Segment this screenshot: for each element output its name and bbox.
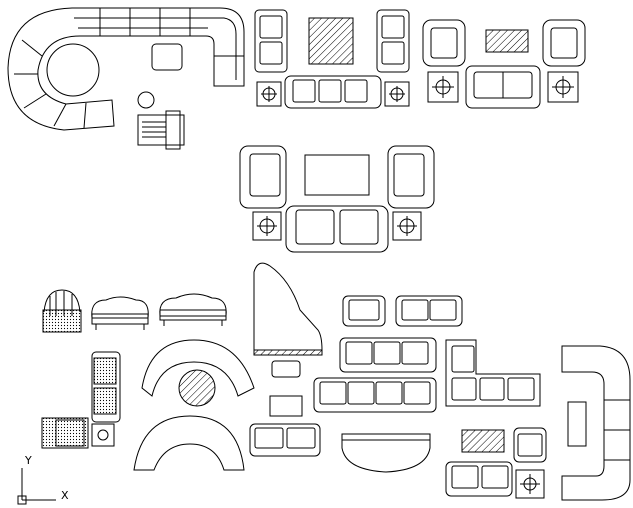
living-room-set-top-middle (254, 9, 410, 109)
ucs-y-label: Y (25, 454, 32, 467)
curved-sofa-lower (133, 415, 245, 471)
grand-piano (253, 262, 323, 378)
curved-sofa-with-table (141, 339, 255, 407)
classic-sofa-elevation (159, 293, 227, 326)
middle-lower-group (249, 295, 463, 473)
living-room-set-top-right (422, 19, 586, 109)
ucs-x-label: X (61, 489, 69, 502)
curved-sectional-sofa (7, 7, 245, 150)
classic-armchair-elevation (42, 289, 82, 333)
living-room-set-center (239, 145, 435, 253)
ucs-axis-icon (17, 468, 56, 505)
left-sofa-group (41, 351, 121, 449)
far-right-curved-sofa (561, 345, 631, 501)
l-sectional-right (445, 339, 547, 499)
classic-loveseat-elevation (91, 296, 149, 330)
